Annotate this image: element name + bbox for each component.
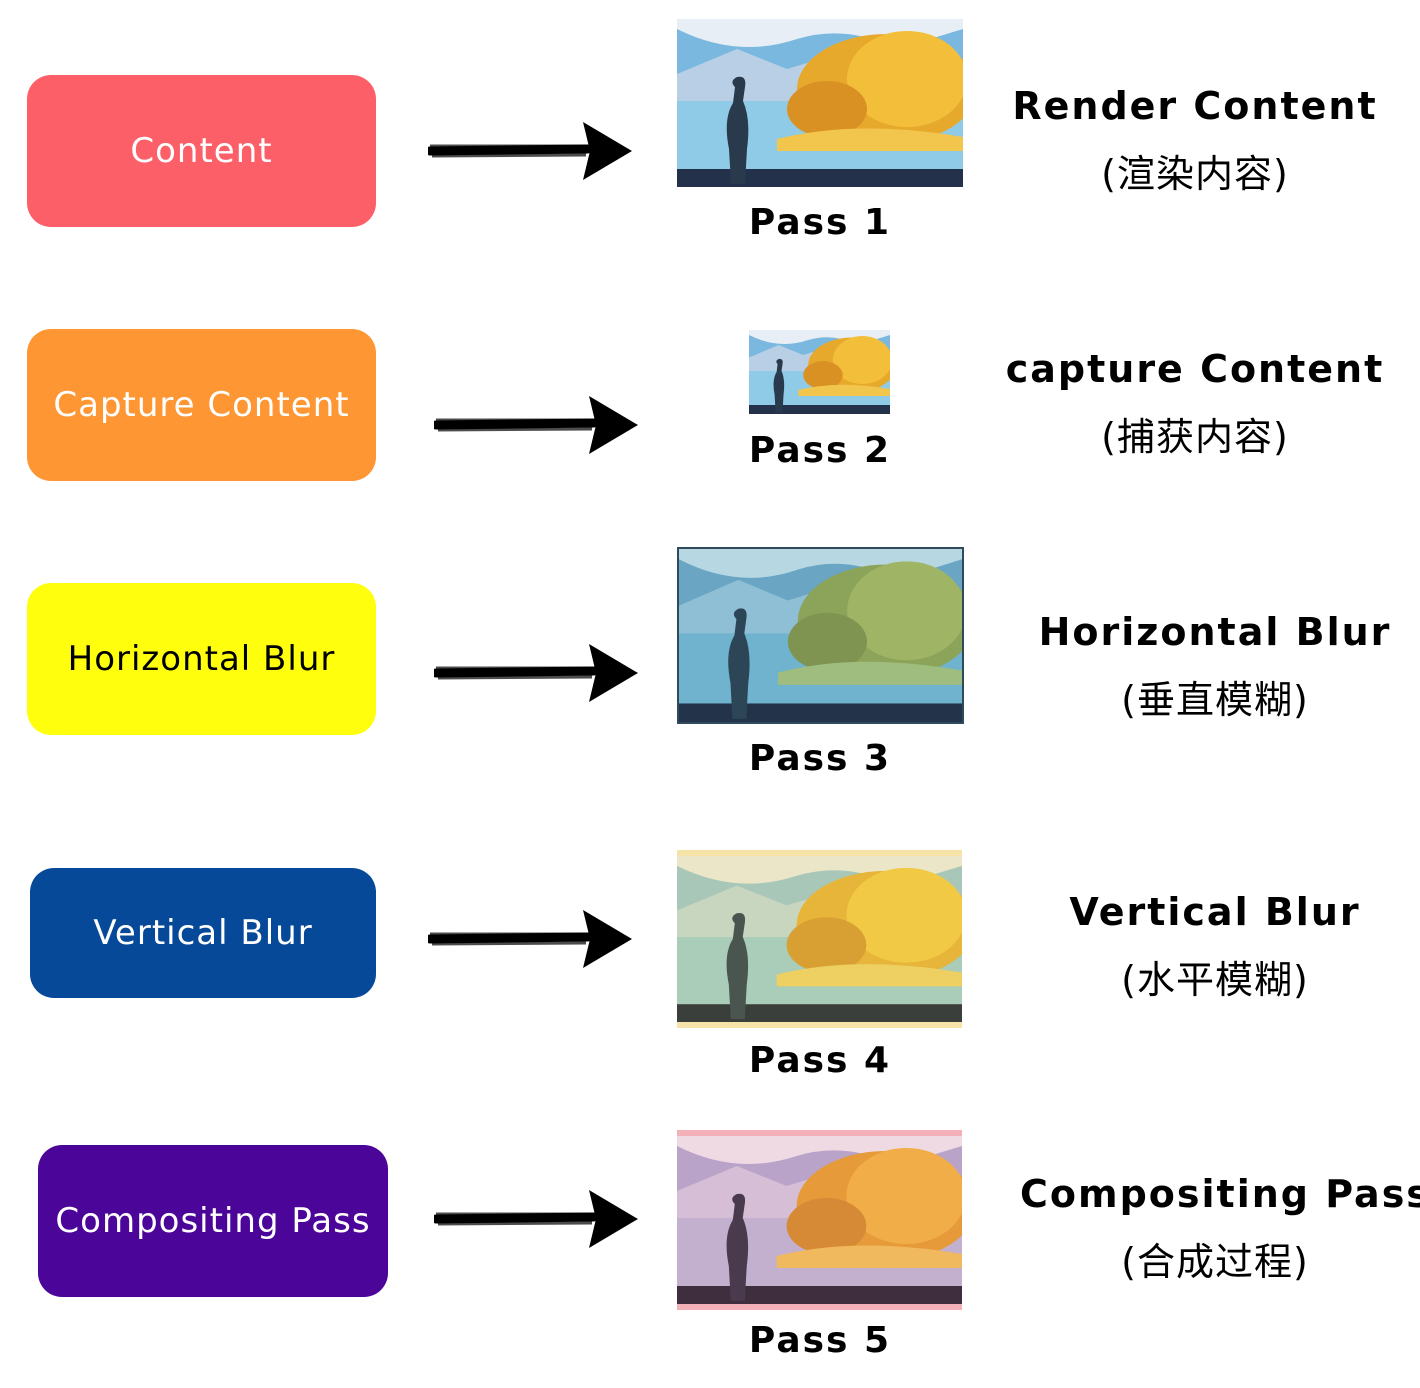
arrow-icon — [434, 396, 638, 454]
stage-description: Vertical Blur (水平模糊) — [1020, 878, 1410, 1014]
stage-subtitle: (垂直模糊) — [1121, 678, 1309, 722]
pass-2-image — [749, 330, 890, 414]
pass-label: Pass 2 — [748, 430, 892, 471]
stage-box-horizontal-blur: Horizontal Blur — [27, 583, 376, 735]
stage-subtitle: (水平模糊) — [1121, 958, 1309, 1002]
stage-subtitle: (渲染内容) — [1101, 152, 1289, 196]
stage-label: Vertical Blur — [93, 913, 313, 953]
pass-5-image — [677, 1130, 962, 1310]
pass-label: Pass 5 — [748, 1320, 892, 1361]
arrow-icon — [434, 644, 638, 702]
stage-box-compositing-pass: Compositing Pass — [38, 1145, 388, 1297]
pass-label: Pass 1 — [748, 202, 892, 243]
stage-label: Horizontal Blur — [67, 639, 336, 679]
stage-label: Compositing Pass — [55, 1201, 371, 1241]
stage-subtitle: (合成过程) — [1121, 1240, 1309, 1284]
stage-box-vertical-blur: Vertical Blur — [30, 868, 376, 998]
pass-3-image — [677, 547, 964, 724]
pipeline-row-3: Horizontal Blur Pass 3 Horizontal Blur (… — [27, 547, 1410, 779]
pass-4-image — [677, 850, 962, 1028]
stage-description: Compositing Pass (合成过程) — [1020, 1160, 1420, 1296]
pass-label: Pass 4 — [748, 1040, 892, 1081]
stage-label: Content — [130, 131, 273, 171]
stage-title: Render Content — [1012, 84, 1378, 128]
stage-box-content: Content — [27, 75, 376, 227]
stage-subtitle: (捕获内容) — [1101, 415, 1289, 459]
stage-label: Capture Content — [53, 385, 350, 425]
pipeline-row-2: Capture Content Pass 2 capture Content (… — [0, 0, 1420, 500]
pipeline-row-1: Content Pass 1 Render Content (渲染内容) — [0, 0, 1420, 270]
stage-description: capture Content (捕获内容) — [1000, 335, 1390, 471]
stage-description: Render Content (渲染内容) — [1000, 72, 1390, 208]
pipeline-row-4: Vertical Blur Pass 4 Vertical Blur (水平模糊… — [30, 850, 1410, 1081]
arrow-icon — [428, 910, 632, 968]
stage-title: Horizontal Blur — [1038, 610, 1392, 654]
stage-box-capture-content: Capture Content — [27, 329, 376, 481]
stage-title: capture Content — [1005, 347, 1385, 391]
arrow-icon — [428, 122, 632, 180]
stage-title: Vertical Blur — [1069, 890, 1361, 934]
pass-label: Pass 3 — [748, 738, 892, 779]
pass-1-image — [677, 19, 963, 187]
stage-description: Horizontal Blur (垂直模糊) — [1020, 598, 1410, 734]
arrow-icon — [434, 1190, 638, 1248]
stage-title: Compositing Pass — [1020, 1172, 1420, 1216]
